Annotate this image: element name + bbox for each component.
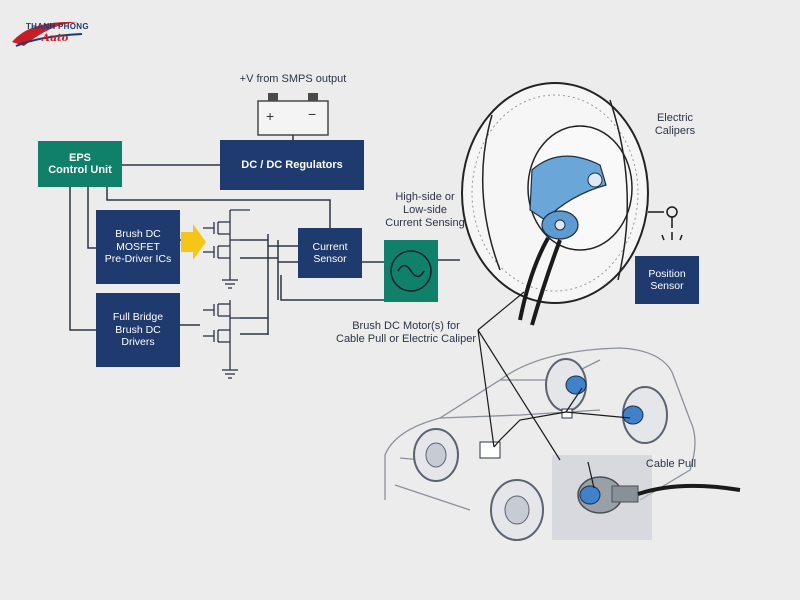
brand-logo: THANH PHONG Auto	[6, 14, 98, 60]
cable-pull-label: Cable Pull	[645, 458, 697, 470]
brush-dc-motors-label: Brush DC Motor(s) for Cable Pull or Elec…	[336, 320, 476, 345]
car-outline-icon	[384, 347, 696, 511]
arrow-icon	[181, 224, 206, 260]
mosfet-pre-driver-box: Brush DC MOSFET Pre-Driver ICs	[96, 210, 180, 284]
smps-label: +V from SMPS output	[239, 73, 347, 85]
logo-subtitle: Auto	[42, 33, 69, 44]
full-bridge-drivers-box: Full Bridge Brush DC Drivers	[96, 293, 180, 367]
logo-mark	[12, 21, 83, 47]
mosfet-bridge-top-icon	[203, 209, 250, 289]
caliper-cables	[518, 237, 562, 326]
svg-text:−: −	[308, 106, 316, 122]
svg-text:+: +	[266, 108, 274, 124]
current-sensing-label: High-side or Low-side Current Sensing	[385, 191, 465, 229]
electric-calipers-label: Electric Calipers	[654, 112, 696, 137]
position-sensor-box: Position Sensor	[635, 256, 699, 304]
caliper-icon	[529, 155, 607, 240]
logo-title: THANH PHONG	[26, 22, 89, 31]
dc-dc-regulators-box: DC / DC Regulators	[220, 140, 364, 190]
car-sensor-icon	[561, 408, 573, 419]
mosfet-bridge-bottom-icon	[203, 300, 240, 379]
current-sensor-box: Current Sensor	[298, 228, 362, 278]
position-sensor-icon	[648, 206, 683, 241]
eps-control-unit-box: EPS Control Unit	[38, 141, 122, 187]
cable-pull-module-icon	[552, 455, 741, 540]
battery-icon: + −	[257, 93, 329, 136]
car-wheels-icon	[413, 358, 668, 541]
leader-lines	[477, 291, 631, 489]
motor-symbol-icon	[384, 240, 438, 302]
